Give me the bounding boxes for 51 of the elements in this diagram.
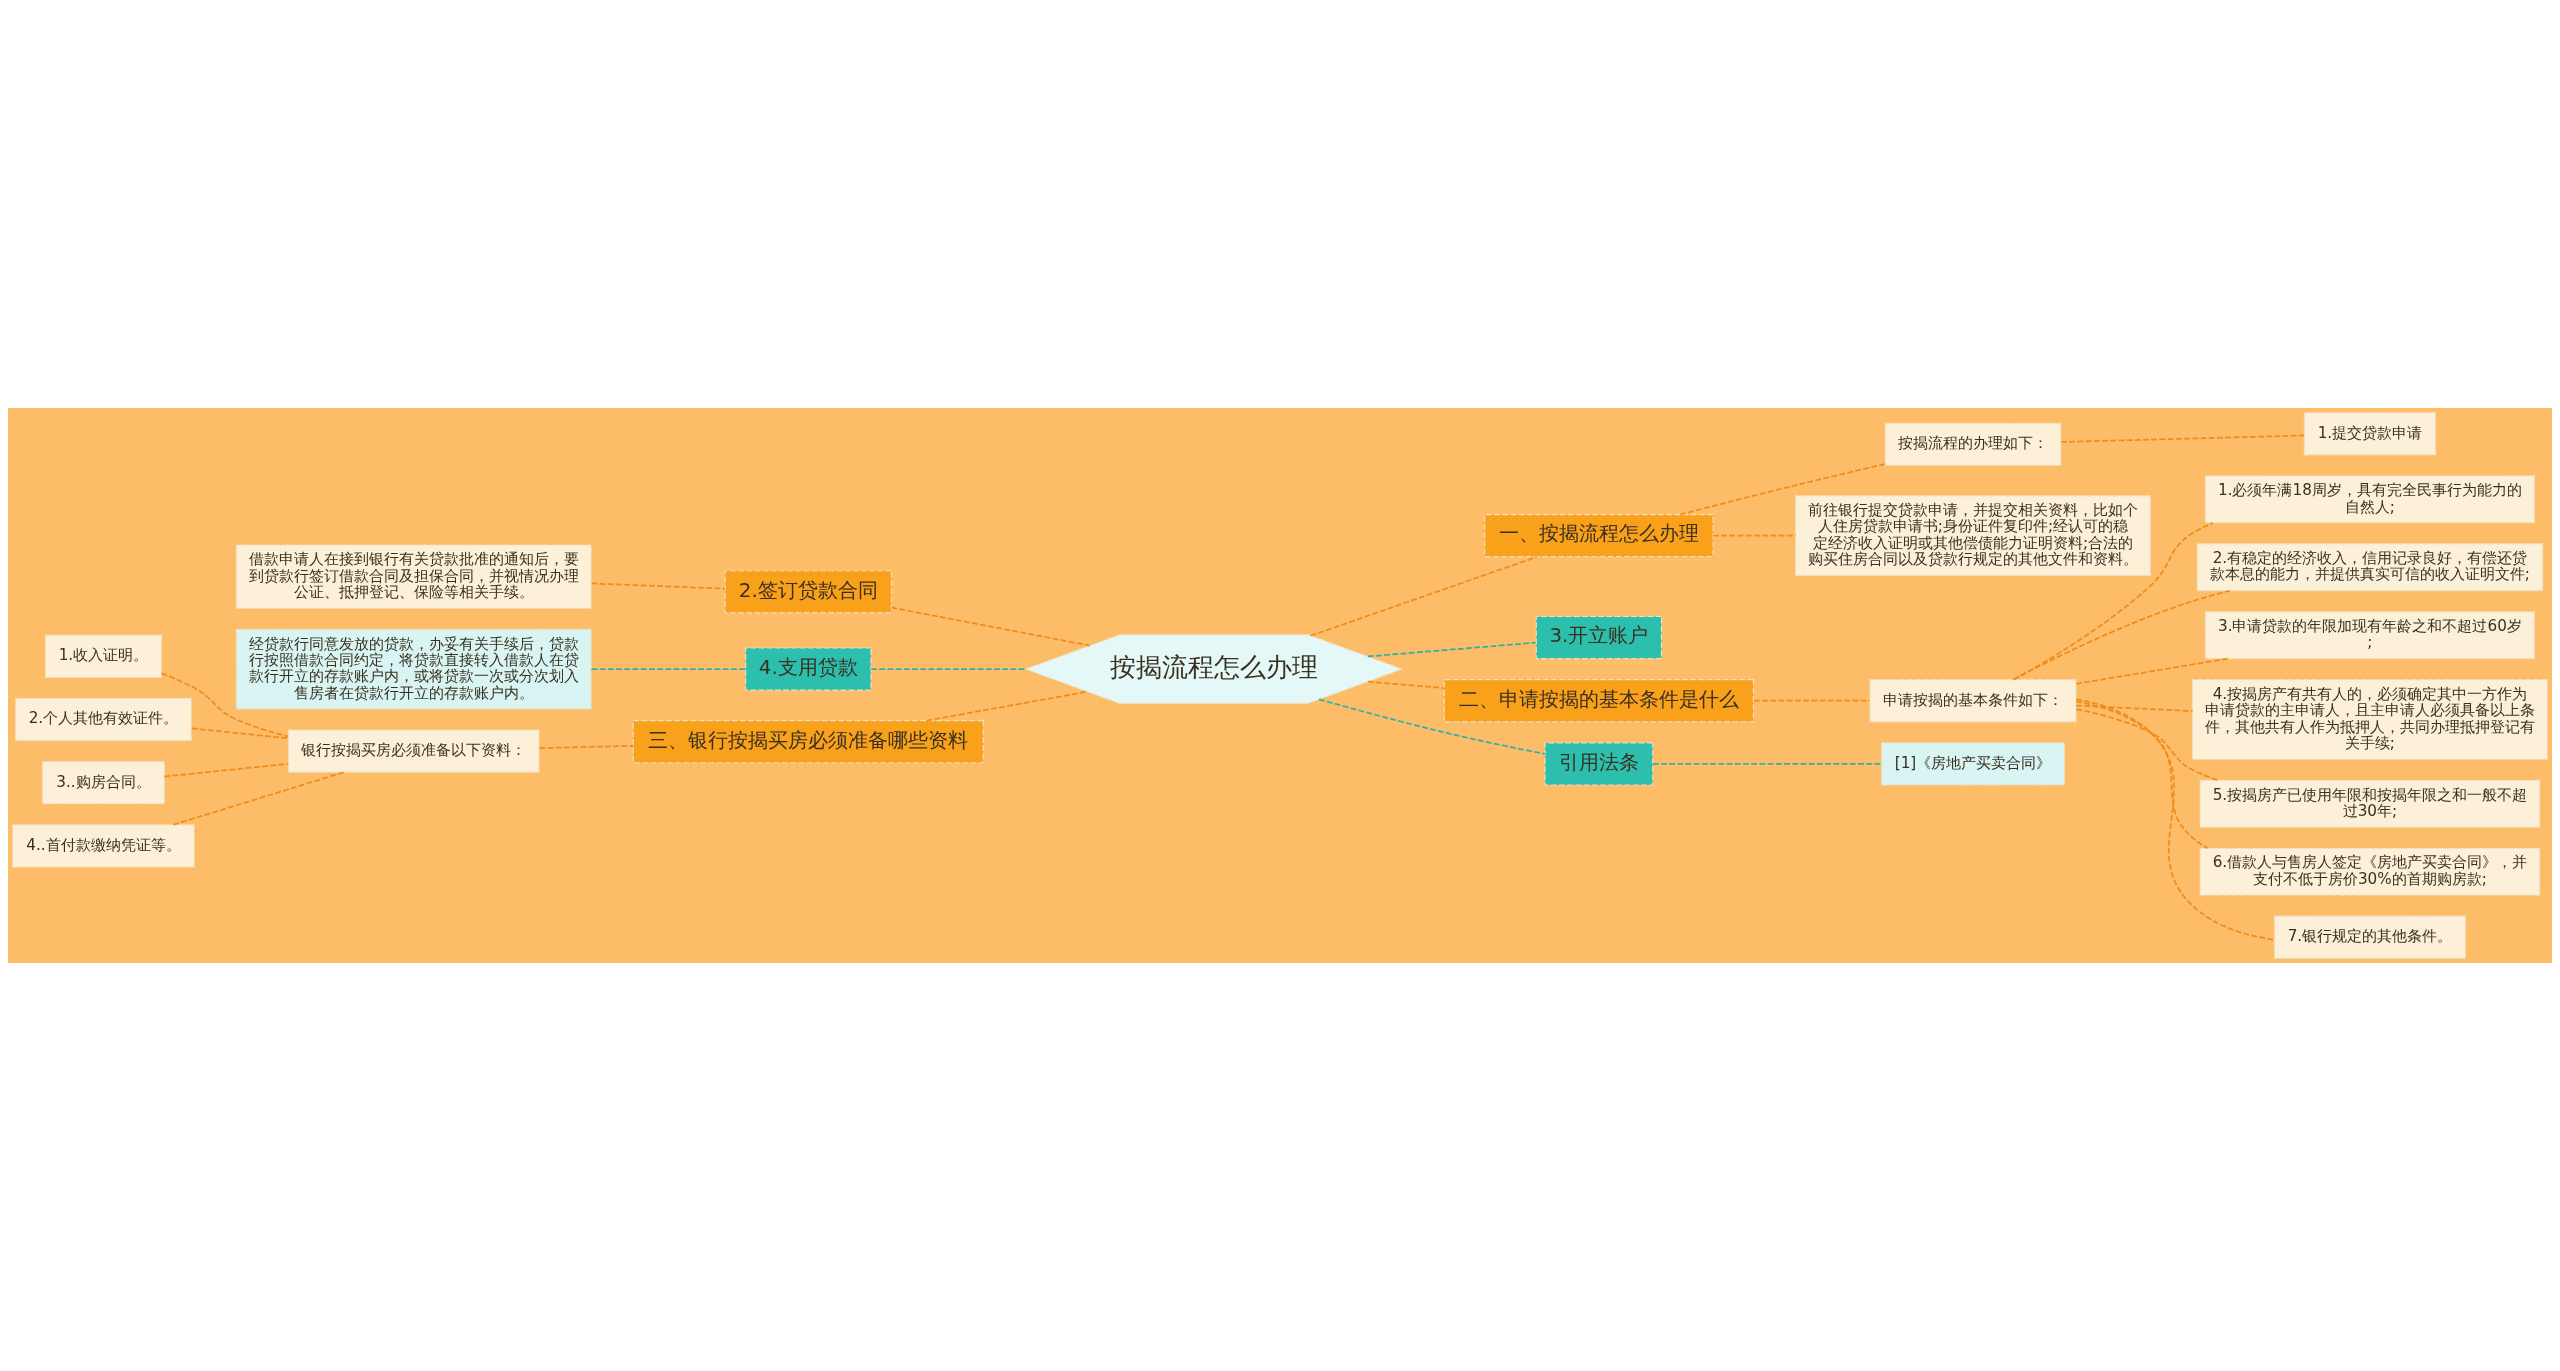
- node-box: 三、银行按揭买房必须准备哪些资料: [632, 720, 984, 764]
- connector: [2075, 704, 2194, 712]
- connector: [1367, 680, 1445, 689]
- connector: [1712, 534, 1797, 537]
- node-box: 银行按揭买房必须准备以下资料：: [287, 729, 540, 773]
- node-box: 1.提交贷款申请: [2303, 412, 2437, 456]
- connector: [925, 690, 1089, 722]
- connector: [2075, 698, 2276, 941]
- node-box: [1]《房地产买卖合同》: [1881, 742, 2065, 786]
- connector: [890, 606, 1091, 647]
- connector: [160, 672, 289, 738]
- connector: [1309, 556, 1538, 637]
- node-box: 引用法条: [1544, 742, 1654, 786]
- node-box: 前往银行提交贷款申请，并提交相关资料，比如个人住房贷款申请书;身份证件复印件;经认可的稳定经济收入证明或其他偿债能力证明资料;合法的购买住房合同以及贷款行规定的其他文件和资料。: [1795, 495, 2151, 577]
- node-box: 申请按揭的基本条件如下：: [1869, 679, 2077, 723]
- node-box: 3.开立账户: [1535, 615, 1663, 660]
- node-box: 经贷款行同意发放的贷款，办妥有关手续后，贷款行按照借款合同约定，将贷款直接转入借款人在贷款行开立的存款账户内，或将贷款一次或分次划入售房者在贷款行开立的存款账户内。: [235, 628, 592, 710]
- node-box: 4..首付款缴纳凭证等。: [12, 824, 195, 868]
- connector: [2075, 657, 2229, 685]
- connector: [163, 762, 290, 778]
- connector: [172, 771, 345, 826]
- node-box: 2.签订贷款合同: [724, 570, 893, 614]
- connector: [870, 668, 1027, 670]
- node-box: 4.按揭房产有共有人的，必须确定其中一方作为申请贷款的主申请人，且主申请人必须具备以上条件，其他共有人作为抵押人，共同办理抵押登记有关手续;: [2191, 679, 2548, 760]
- node-box: 2.有稳定的经济收入，信用记录良好，有偿还贷款本息的能力，并提供真实可信的收入证明文件;: [2196, 543, 2544, 592]
- node-box: 二、申请按揭的基本条件是什么: [1443, 679, 1755, 723]
- node-box: 3.申请贷款的年限加现有年龄之和不超过60岁;: [2204, 611, 2535, 660]
- connector: [190, 727, 290, 740]
- connector: [2013, 522, 2214, 681]
- connector: [1367, 641, 1537, 658]
- connector: [2075, 700, 2209, 850]
- node-box: 2.个人其他有效证件。: [15, 697, 192, 742]
- connector: [2060, 434, 2306, 443]
- connector: [1318, 698, 1546, 755]
- node-box: 借款申请人在接到银行有关贷款批准的通知后，要到贷款行签订借款合同及担保合同，并视情况办理公证、抵押登记、保险等相关手续。: [235, 544, 592, 609]
- connector: [590, 668, 747, 670]
- node-box: 6.借款人与售房人签定《房地产买卖合同》，并支付不低于房价30%的首期购房款;: [2199, 847, 2541, 896]
- node-box: 1.必须年满18周岁，具有完全民事行为能力的自然人;: [2204, 475, 2535, 524]
- connector: [2012, 589, 2231, 681]
- connector: [2075, 708, 2219, 782]
- node-box: 3..购房合同。: [41, 761, 165, 805]
- node-box: 按揭流程的办理如下：: [1884, 422, 2062, 466]
- connector: [590, 582, 726, 590]
- node-box: 一、按揭流程怎么办理: [1484, 513, 1714, 558]
- connector: [1679, 463, 1886, 516]
- node-box: 5.按揭房产已使用年限和按揭年限之和一般不超过30年;: [2199, 779, 2541, 828]
- node-box: 4.支用贷款: [745, 647, 872, 691]
- connector: [538, 745, 634, 749]
- node-box: 7.银行规定的其他条件。: [2273, 915, 2466, 959]
- connector: [1652, 763, 1883, 765]
- node-box: 1.收入证明。: [44, 634, 162, 678]
